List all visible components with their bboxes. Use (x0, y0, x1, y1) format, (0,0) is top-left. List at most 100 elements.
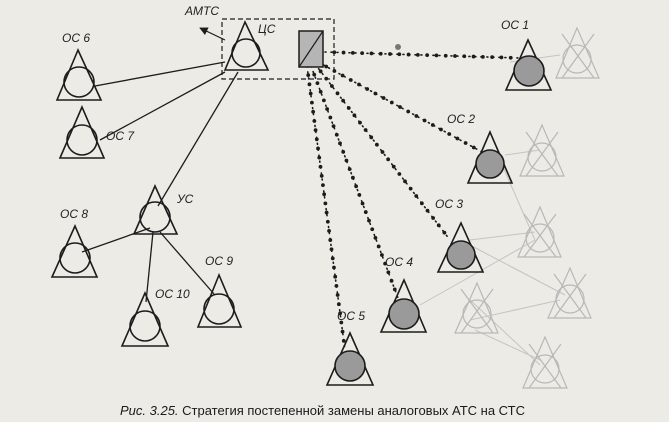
link-bead (323, 201, 328, 206)
link-us-os10 (145, 231, 154, 303)
link-bead (388, 52, 392, 56)
link-bead (307, 82, 312, 87)
link-bead (313, 128, 318, 133)
link-bead (331, 124, 336, 129)
link-bead (319, 174, 324, 178)
link-bead (328, 238, 333, 242)
link-bead (363, 210, 368, 214)
replaced-station-4 (547, 266, 592, 319)
node-os3 (436, 221, 485, 273)
link-bead (312, 72, 317, 77)
link-us-os9 (159, 231, 215, 295)
link-bead (434, 53, 439, 58)
link-bead (373, 235, 378, 240)
link-bead (317, 155, 322, 160)
link-bead (350, 50, 355, 55)
planned-links (419, 54, 566, 366)
link-bead (389, 278, 394, 283)
link-bead (312, 119, 317, 123)
link-bead (463, 141, 468, 145)
link-bead (330, 256, 335, 261)
node-cs (223, 20, 270, 71)
link-bead (415, 52, 420, 57)
label-us: УС (176, 192, 194, 206)
link-bead (329, 84, 334, 88)
link-bead (397, 172, 402, 176)
link-bead (357, 192, 362, 197)
link-bead (367, 218, 371, 223)
link-bead (333, 274, 338, 279)
link-bead (334, 132, 339, 137)
node-os1 (504, 38, 553, 91)
link-sw-os4 (310, 65, 399, 299)
link-bead (310, 100, 314, 105)
link-bead (408, 186, 413, 191)
link-bead (360, 51, 365, 56)
link-bead (324, 64, 329, 69)
link-bead (334, 283, 339, 288)
label-cs: ЦС (258, 22, 276, 36)
figure-caption: Рис. 3.25. Стратегия постепенной замены … (120, 403, 525, 418)
link-bead (335, 293, 340, 297)
link-bead (374, 142, 379, 147)
replaced-station-1 (555, 26, 600, 79)
link-bead (314, 137, 319, 142)
link-bead (392, 287, 397, 292)
link-bead (315, 81, 320, 86)
link-bead (352, 113, 357, 118)
link-bead (403, 179, 407, 184)
link-bead (471, 54, 476, 59)
link-bead (327, 229, 331, 233)
link-bead (453, 54, 457, 58)
link-bead (414, 114, 419, 118)
link-bead (340, 329, 345, 334)
link-bead (430, 123, 435, 127)
node-os7 (58, 104, 106, 159)
link-bead (324, 210, 329, 215)
node-os9 (196, 272, 243, 328)
link-bead (341, 50, 346, 55)
link-bead (336, 302, 341, 307)
link-bead (341, 98, 346, 103)
node-os10 (120, 290, 170, 347)
label-amts: АМТС (184, 4, 219, 18)
link-bead (350, 175, 355, 180)
link-bead (369, 51, 374, 56)
label-os8: ОС 8 (60, 207, 88, 221)
node-os4 (379, 277, 428, 333)
link-bead (341, 338, 346, 343)
link-bead (318, 89, 323, 94)
marker-dot (395, 44, 401, 50)
link-bead (397, 52, 402, 57)
link-bead (414, 194, 419, 198)
link-cs-os6 (94, 61, 226, 87)
replaced-station-3 (517, 205, 562, 258)
link-bead (383, 261, 388, 266)
link-bead (365, 87, 370, 91)
link-bead (357, 82, 361, 87)
label-os5: ОС 5 (337, 309, 365, 323)
link-bead (508, 55, 513, 60)
caption-text: Стратегия постепенной замены аналоговых … (179, 403, 525, 418)
link-bead (391, 164, 396, 169)
link-bead (447, 132, 452, 136)
link-bead (338, 141, 342, 146)
link-bead (308, 91, 313, 96)
link-bead (490, 55, 495, 60)
link-sw-os2 (317, 61, 483, 153)
link-bead (370, 227, 375, 232)
replaced-station-6 (522, 335, 568, 389)
link-bead (321, 98, 326, 103)
label-os4: ОС 4 (385, 255, 413, 269)
amts-boundary (221, 18, 335, 80)
digital-switch (298, 30, 324, 68)
link-bead (499, 55, 504, 60)
link-bead (347, 167, 352, 172)
link-bead (358, 120, 362, 125)
link-bead (341, 150, 346, 154)
link-bead (322, 192, 327, 197)
link-bead (325, 107, 330, 111)
replaced-station-5 (454, 281, 499, 334)
label-os10: ОС 10 (155, 287, 190, 301)
